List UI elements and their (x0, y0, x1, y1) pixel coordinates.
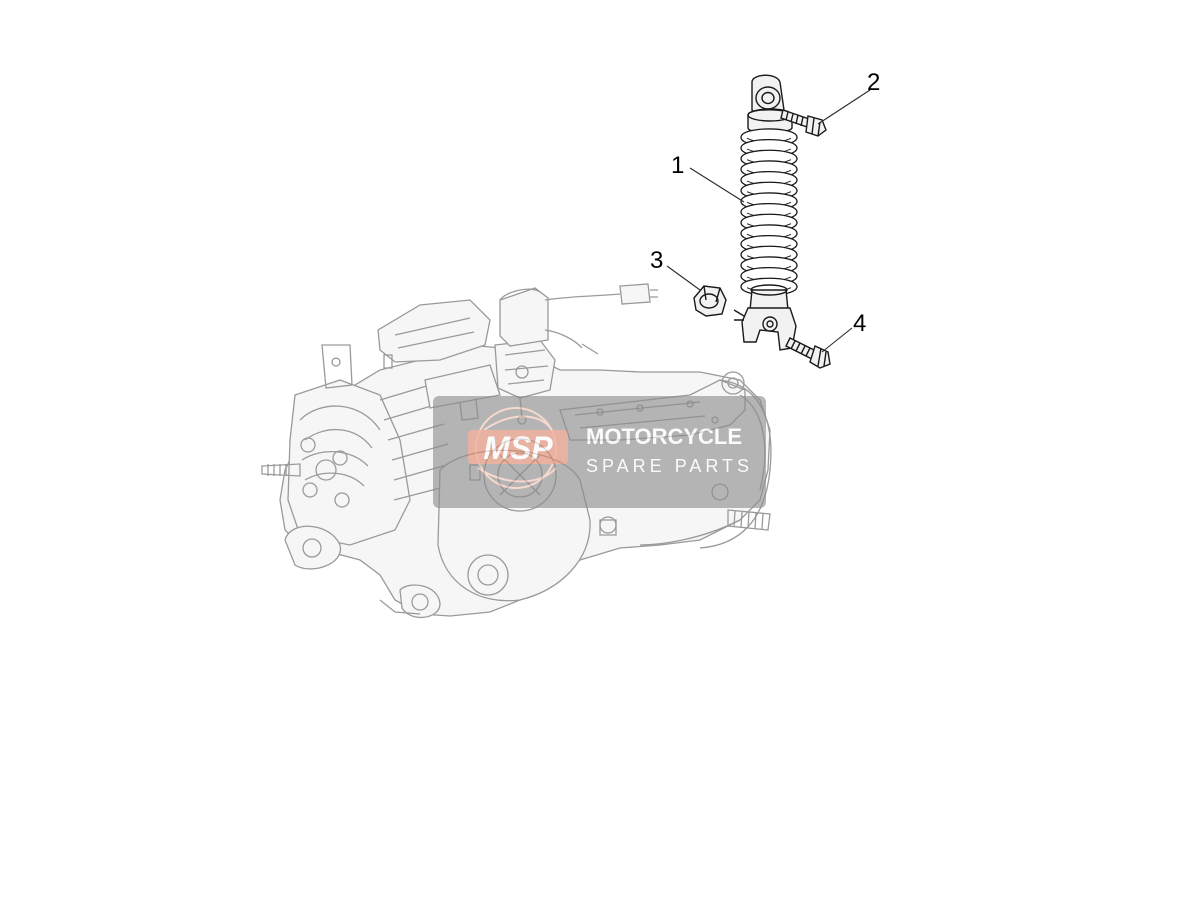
watermark-box (433, 396, 766, 508)
callout-2[interactable]: 2 (867, 69, 880, 96)
callout-1[interactable]: 1 (671, 152, 684, 179)
callout-labels: 1 2 3 4 (650, 69, 880, 337)
watermark-logo-text: MSP (483, 430, 553, 466)
watermark-line2: SPARE PARTS (586, 456, 753, 476)
leader-line-4 (821, 327, 853, 353)
callout-4[interactable]: 4 (853, 310, 866, 337)
lower-bolt[interactable] (785, 337, 831, 369)
callout-3[interactable]: 3 (650, 247, 663, 274)
watermark-line1: MOTORCYCLE (586, 424, 742, 449)
leader-line-3 (666, 265, 701, 291)
shock-spring (740, 128, 798, 296)
leader-line-1 (689, 167, 745, 203)
leader-lines (666, 89, 871, 353)
upper-bolt[interactable] (780, 109, 827, 137)
leader-line-2 (817, 89, 871, 125)
watermark-logo: MSP (468, 407, 568, 489)
flange-nut[interactable] (693, 285, 727, 317)
shock-absorber[interactable] (733, 74, 798, 351)
watermark: MSP MOTORCYCLE SPARE PARTS (433, 396, 766, 508)
